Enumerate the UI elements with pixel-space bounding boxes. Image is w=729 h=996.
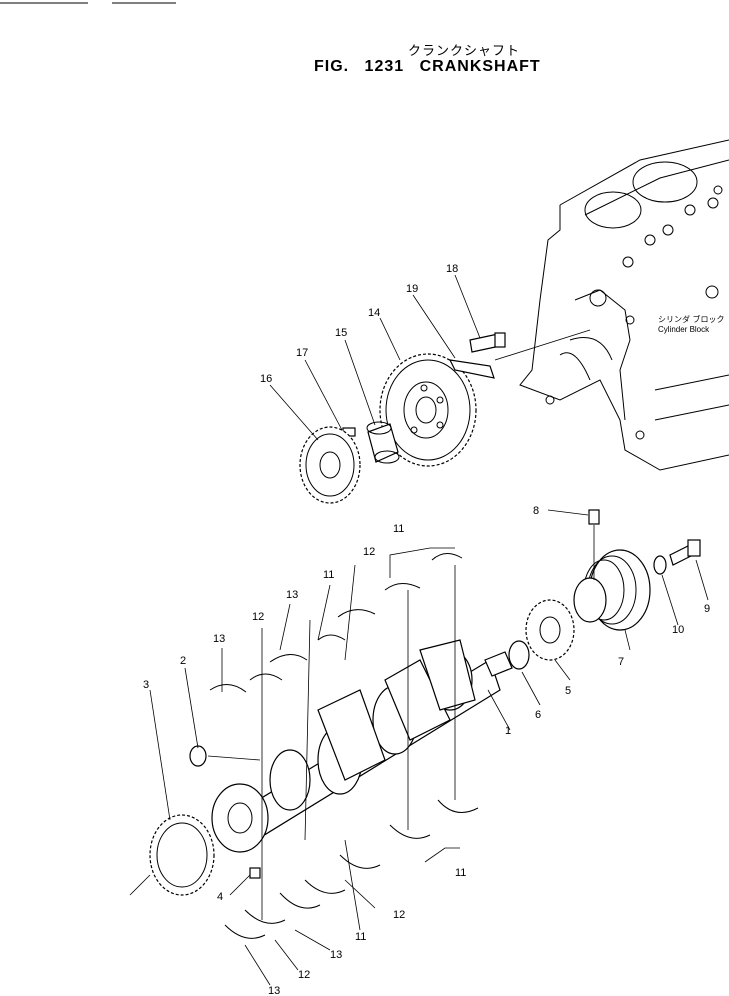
washer (653, 555, 667, 575)
idler-gear (379, 353, 477, 467)
leader-lines (129, 274, 709, 986)
crank-gear (149, 814, 215, 896)
callout-16: 16 (260, 373, 272, 385)
callout-5: 5 (565, 685, 571, 697)
small-gear (299, 426, 361, 504)
callout-1: 1 (505, 725, 511, 737)
callout-8: 8 (533, 505, 539, 517)
oil-seal (508, 640, 530, 670)
callout-12-lower: 12 (393, 909, 405, 921)
callout-13-left: 13 (213, 633, 225, 645)
callout-19: 19 (406, 283, 418, 295)
callout-4: 4 (217, 891, 223, 903)
callout-6: 6 (535, 709, 541, 721)
callout-3: 3 (143, 679, 149, 691)
callout-10: 10 (672, 624, 684, 636)
bearing-shells (209, 553, 479, 939)
callout-9: 9 (704, 603, 710, 615)
callout-7: 7 (618, 656, 624, 668)
cylinder-block-label-japanese: シリンダ ブロック (658, 315, 725, 324)
callout-12-bottom: 12 (298, 969, 310, 981)
pulley-bolt (669, 539, 701, 566)
callout-13-upper: 13 (286, 589, 298, 601)
callout-12-left: 12 (252, 611, 264, 623)
figure-title: FIG. 1231 CRANKSHAFT (314, 58, 541, 75)
callout-11-lower: 11 (455, 867, 466, 879)
callout-18: 18 (446, 263, 458, 275)
callout-numbers: 18 19 14 15 17 16 11 8 12 11 13 12 13 2 … (143, 263, 710, 996)
callout-11-bottom: 11 (355, 931, 366, 943)
key (249, 867, 261, 879)
callout-12-upper: 12 (363, 546, 375, 558)
bolt-and-lock-plate (448, 332, 506, 379)
crankshaft (211, 639, 513, 853)
callout-13-bottom: 13 (330, 949, 342, 961)
callout-2: 2 (180, 655, 186, 667)
callout-14: 14 (368, 307, 380, 319)
rear-gear (525, 599, 575, 661)
callout-15: 15 (335, 327, 347, 339)
callout-13-corner: 13 (268, 985, 280, 996)
pulley-key (588, 509, 600, 525)
figure-title-japanese: クランクシャフト (408, 44, 521, 59)
callout-11-mid: 11 (323, 569, 334, 581)
callout-11-upper: 11 (393, 523, 404, 535)
cylinder-block-label: Cylinder Block (658, 325, 710, 334)
callout-17: 17 (296, 347, 308, 359)
cylinder-block (494, 139, 729, 471)
plug (189, 745, 207, 767)
crank-pulley (573, 549, 651, 631)
bushing (366, 421, 400, 464)
